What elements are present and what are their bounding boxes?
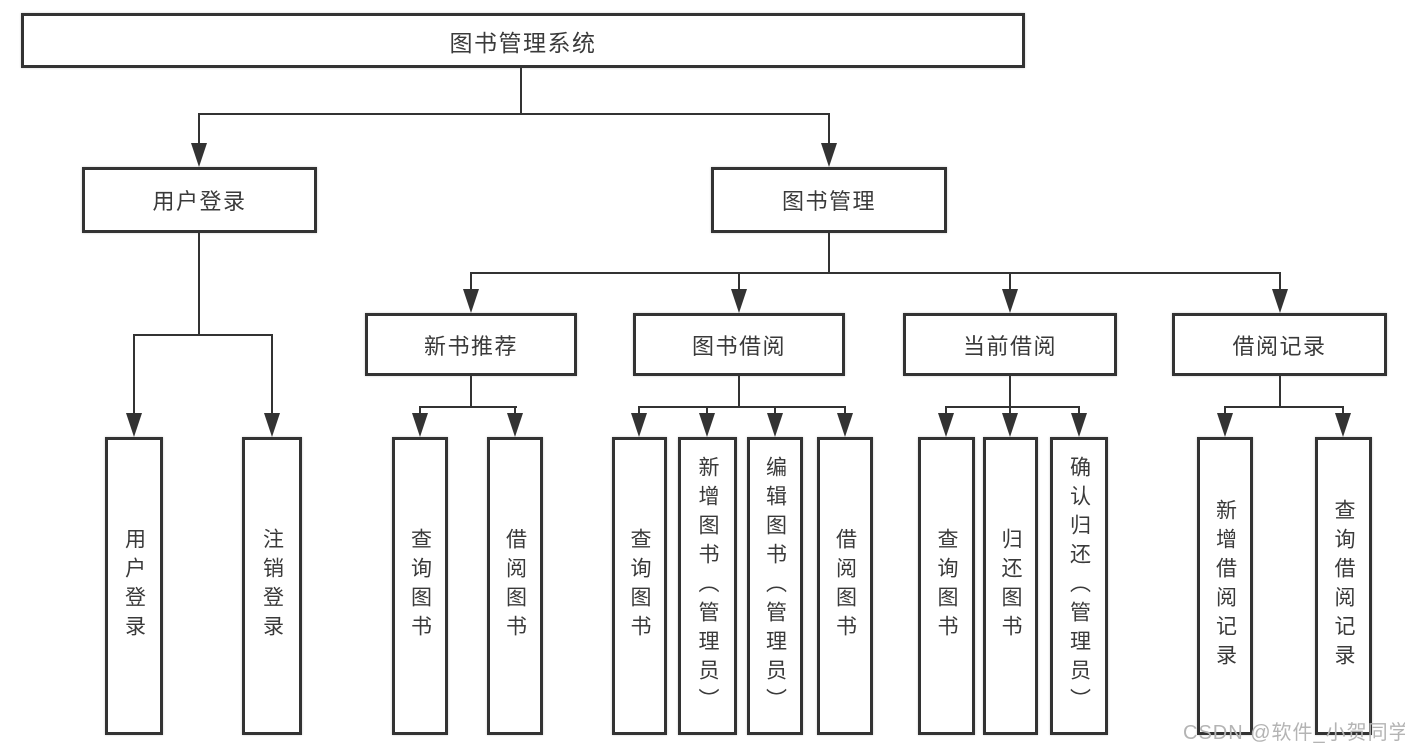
arrow-down-icon: [837, 413, 853, 437]
arrow-down-icon: [631, 413, 647, 437]
arrow-down-icon: [1002, 413, 1018, 437]
connector-line: [419, 406, 517, 408]
arrow-down-icon: [412, 413, 428, 437]
connector-line: [638, 406, 640, 415]
arrow-down-icon: [1335, 413, 1351, 437]
arrow-down-icon: [821, 143, 837, 167]
leaf-label: 查询图书: [935, 528, 958, 644]
connector-line: [1279, 376, 1281, 408]
arrow-down-icon: [699, 413, 715, 437]
connector-line: [638, 406, 846, 408]
connector-line: [470, 272, 472, 290]
leaf-query-books-recommend: 查询图书: [392, 437, 448, 735]
leaf-label: 归还图书: [999, 528, 1022, 644]
leaf-label: 确认归还（管理员）: [1067, 455, 1091, 717]
node-label: 借阅记录: [1232, 333, 1327, 359]
arrow-down-icon: [1217, 413, 1233, 437]
arrow-down-icon: [731, 289, 747, 313]
node-user-login: 用户登录: [82, 167, 317, 233]
node-current-borrowing: 当前借阅: [903, 313, 1117, 376]
node-new-book-recommendation: 新书推荐: [365, 313, 577, 376]
connector-line: [198, 113, 200, 143]
leaf-add-books-admin: 新增图书（管理员）: [678, 437, 737, 735]
leaf-query-borrow-record: 查询借阅记录: [1315, 437, 1372, 735]
leaf-borrow-books-recommend: 借阅图书: [487, 437, 543, 735]
connector-line: [706, 406, 708, 415]
connector-line: [1224, 406, 1344, 408]
arrow-down-icon: [264, 413, 280, 437]
arrow-down-icon: [126, 413, 142, 437]
node-library-management-system: 图书管理系统: [21, 13, 1025, 68]
connector-line: [828, 113, 830, 143]
connector-line: [945, 406, 947, 415]
leaf-label: 查询图书: [408, 528, 432, 644]
connector-line: [133, 334, 273, 336]
arrow-down-icon: [507, 413, 523, 437]
connector-line: [1342, 406, 1344, 415]
node-book-management: 图书管理: [711, 167, 947, 233]
node-label: 图书管理: [781, 189, 876, 214]
leaf-query-books-current: 查询图书: [918, 437, 975, 735]
connector-line: [470, 272, 1281, 274]
node-label: 当前借阅: [962, 333, 1057, 359]
leaf-label: 查询图书: [628, 528, 651, 644]
leaf-edit-books-admin: 编辑图书（管理员）: [747, 437, 803, 735]
arrow-down-icon: [191, 143, 207, 167]
connector-line: [1078, 406, 1080, 415]
connector-line: [1009, 272, 1011, 290]
leaf-return-books: 归还图书: [983, 437, 1038, 735]
leaf-label: 新增借阅记录: [1213, 499, 1237, 673]
arrow-down-icon: [767, 413, 783, 437]
connector-line: [520, 68, 522, 114]
arrow-down-icon: [1272, 289, 1288, 313]
node-label: 用户登录: [152, 189, 247, 214]
node-borrowing-records: 借阅记录: [1172, 313, 1387, 376]
leaf-logout-login: 注销登录: [242, 437, 302, 735]
leaf-label: 用户登录: [122, 528, 146, 644]
arrow-down-icon: [1071, 413, 1087, 437]
node-label: 图书管理系统: [449, 29, 597, 56]
csdn-watermark: CSDN @软件_小贺同学: [1183, 722, 1405, 744]
connector-line: [198, 233, 200, 336]
leaf-label: 编辑图书（管理员）: [763, 455, 787, 717]
connector-line: [514, 406, 516, 415]
connector-line: [844, 406, 846, 415]
arrow-down-icon: [938, 413, 954, 437]
connector-line: [419, 406, 421, 415]
leaf-label: 新增图书（管理员）: [696, 455, 719, 717]
connector-line: [198, 113, 830, 115]
arrow-down-icon: [463, 289, 479, 313]
leaf-confirm-return-admin: 确认归还（管理员）: [1050, 437, 1108, 735]
leaf-borrow-books: 借阅图书: [817, 437, 873, 735]
leaf-query-books-borrowing: 查询图书: [612, 437, 667, 735]
connector-line: [945, 406, 1080, 408]
node-label: 图书借阅: [691, 333, 786, 359]
leaf-add-borrow-record: 新增借阅记录: [1197, 437, 1253, 735]
connector-line: [271, 334, 273, 414]
connector-line: [828, 233, 830, 274]
connector-line: [1009, 376, 1011, 408]
connector-line: [1224, 406, 1226, 415]
connector-line: [738, 272, 740, 290]
connector-line: [470, 376, 472, 408]
connector-line: [738, 376, 740, 408]
arrow-down-icon: [1002, 289, 1018, 313]
node-label: 新书推荐: [423, 333, 518, 359]
connector-line: [774, 406, 776, 415]
leaf-label: 借阅图书: [503, 528, 527, 644]
leaf-label: 查询借阅记录: [1332, 499, 1355, 673]
leaf-user-login: 用户登录: [105, 437, 163, 735]
leaf-label: 注销登录: [260, 528, 284, 644]
leaf-label: 借阅图书: [833, 528, 857, 644]
connector-line: [1279, 272, 1281, 290]
node-book-borrowing: 图书借阅: [633, 313, 845, 376]
connector-line: [1009, 406, 1011, 415]
connector-line: [133, 334, 135, 414]
